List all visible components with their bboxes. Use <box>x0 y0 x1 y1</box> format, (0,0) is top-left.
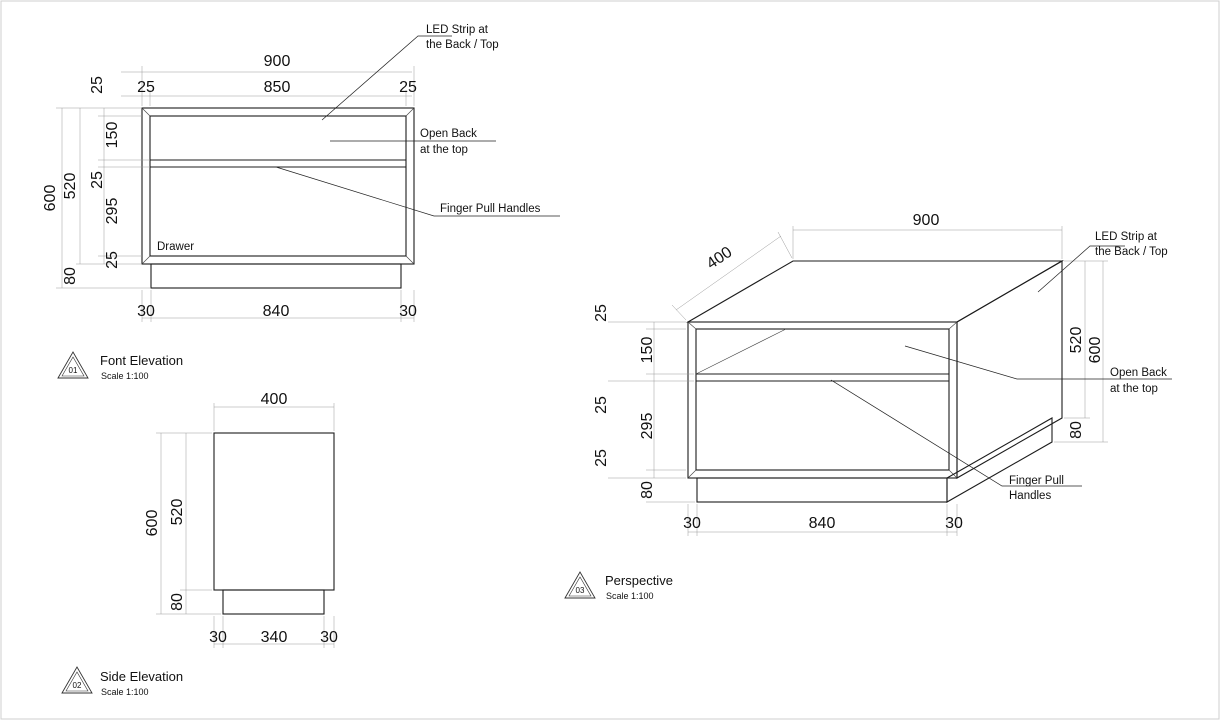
front-elevation-view: 900 850 25 25 600 520 80 25 150 25 295 2… <box>42 24 560 381</box>
persp-dim-bottom-panel: 25 <box>593 449 610 467</box>
front-title-block: 01 Font Elevation Scale 1:100 <box>57 351 183 381</box>
front-dim-height-total: 600 <box>42 185 59 212</box>
side-dim-carcass: 520 <box>169 499 186 526</box>
persp-dim-depth: 400 <box>704 244 736 273</box>
front-dim-plinth-offset-left: 30 <box>137 303 155 320</box>
front-carcass-inner <box>149 115 407 257</box>
front-scale: Scale 1:100 <box>101 371 149 381</box>
side-carcass-outline <box>213 432 335 591</box>
side-title-block: 02 Side Elevation Scale 1:100 <box>61 666 183 697</box>
persp-dim-open-top: 150 <box>639 337 656 364</box>
front-dim-plinth-width: 840 <box>263 303 290 320</box>
persp-label-led-line2: the Back / Top <box>1095 246 1168 258</box>
persp-dim-plinth-right: 80 <box>1068 421 1085 439</box>
front-label-led-line2: the Back / Top <box>426 39 499 51</box>
front-label-open-line1: Open Back <box>420 128 477 140</box>
front-dim-inner-width: 850 <box>264 79 291 96</box>
side-dim-plinth: 80 <box>169 593 186 611</box>
persp-label-open-line2: at the top <box>1110 383 1158 395</box>
persp-dim-plinth-offset-right: 30 <box>945 515 963 532</box>
side-title: Side Elevation <box>100 669 183 684</box>
persp-scale: Scale 1:100 <box>606 591 654 601</box>
front-label-drawer: Drawer <box>157 241 194 253</box>
persp-label-open-line1: Open Back <box>1110 367 1167 379</box>
front-title: Font Elevation <box>100 353 183 368</box>
front-dim-overall-width: 900 <box>264 53 291 70</box>
side-scale: Scale 1:100 <box>101 687 149 697</box>
front-dim-top-panel: 25 <box>89 76 106 94</box>
front-dim-side-right: 25 <box>399 79 417 96</box>
persp-front-outline <box>687 321 958 479</box>
front-label-finger: Finger Pull Handles <box>440 203 541 215</box>
front-dim-shelf: 25 <box>89 171 106 189</box>
persp-dim-drawer: 295 <box>639 413 656 440</box>
persp-title-tag: 03 <box>576 586 585 595</box>
front-title-tag: 01 <box>69 366 78 375</box>
front-label-led-line1: LED Strip at <box>426 24 489 36</box>
persp-title: Perspective <box>605 573 673 588</box>
persp-dim-top-panel: 25 <box>593 304 610 322</box>
persp-label-finger-line2: Handles <box>1009 490 1051 502</box>
front-label-open-line2: at the top <box>420 144 468 156</box>
side-elevation-view: 400 600 520 80 30 340 30 02 Side Elevati… <box>61 391 338 697</box>
front-dim-carcass: 520 <box>62 173 79 200</box>
persp-dim-shelf: 25 <box>593 396 610 414</box>
persp-dim-plinth-offset-left: 30 <box>683 515 701 532</box>
side-dim-plinth-offset-right: 30 <box>320 629 338 646</box>
front-dim-side-left: 25 <box>137 79 155 96</box>
persp-plinth-front <box>696 477 948 503</box>
persp-top-face <box>685 260 1065 323</box>
persp-plinth-side <box>946 417 1053 503</box>
front-dim-bottom-panel: 25 <box>104 251 121 269</box>
front-dim-plinth: 80 <box>62 267 79 285</box>
front-dim-open-top: 150 <box>104 122 121 149</box>
front-dim-drawer: 295 <box>104 198 121 225</box>
persp-dim-plinth-width: 840 <box>809 515 836 532</box>
side-title-tag: 02 <box>73 681 82 690</box>
persp-dim-height-total: 600 <box>1087 337 1104 364</box>
front-plinth <box>150 263 402 289</box>
side-dim-height-total: 600 <box>144 510 161 537</box>
side-dim-plinth-width: 340 <box>261 629 288 646</box>
persp-dim-plinth: 80 <box>639 481 656 499</box>
persp-label-led-line1: LED Strip at <box>1095 231 1158 243</box>
side-dim-plinth-offset-left: 30 <box>209 629 227 646</box>
perspective-view: 900 400 25 150 25 295 25 80 520 600 80 <box>564 212 1172 601</box>
persp-front-inner <box>695 328 950 471</box>
side-dim-depth: 400 <box>261 391 288 408</box>
persp-title-block: 03 Perspective Scale 1:100 <box>564 571 673 601</box>
persp-dim-carcass: 520 <box>1068 327 1085 354</box>
persp-dim-width: 900 <box>913 212 940 229</box>
front-dim-plinth-offset-right: 30 <box>399 303 417 320</box>
persp-label-finger-line1: Finger Pull <box>1009 475 1064 487</box>
side-plinth <box>222 589 325 615</box>
